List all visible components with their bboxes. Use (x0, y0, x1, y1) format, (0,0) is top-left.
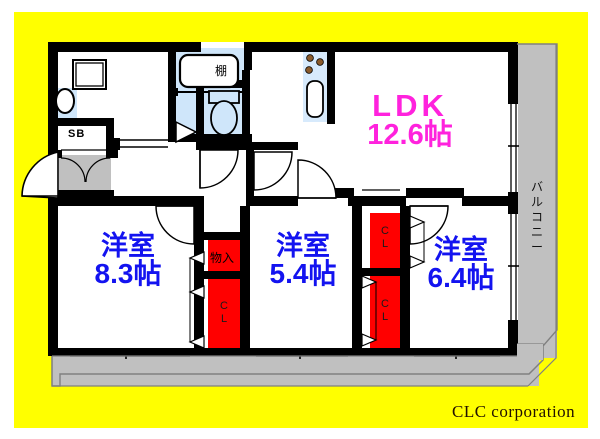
wall-bath-bottom (168, 134, 252, 142)
wall-toilet-left (196, 80, 204, 150)
balcony-label: バ ル コ ニ ー (530, 180, 544, 255)
closet-label-monoire: 物入 (210, 251, 235, 265)
wall-exterior-bottom (48, 348, 518, 356)
wall-exterior-top2 (248, 42, 518, 52)
room-label-bedroom-left: 洋室 8.3帖 (66, 233, 190, 288)
balcony-char-1: ル (530, 195, 543, 209)
cl-mid-top-l1: C (381, 225, 389, 237)
balcony-char-4: ー (530, 240, 543, 254)
cl-mid-bottom-l2: L (381, 310, 389, 323)
wall-corridor-right (250, 142, 298, 150)
wall-exterior-left2 (48, 196, 58, 356)
room-label-bedroom-mid: 洋室 5.4帖 (249, 233, 357, 288)
wall-genkan-left (48, 150, 62, 158)
room-label-ldk: LDK 12.6帖 (340, 90, 480, 150)
wall-bath-right (244, 42, 252, 70)
balcony-diagonal-fill (517, 344, 543, 360)
bedroom-mid-name: 洋室 (276, 231, 330, 261)
wall-kitchen-right (327, 42, 335, 124)
wall-bath-sep (168, 88, 178, 96)
cl-left-l1: C (220, 300, 228, 312)
wall-sb-bottom-blk (106, 148, 118, 158)
closet-label-cl-left: C L (208, 300, 240, 325)
wall-partition-left (194, 196, 204, 352)
wall-closet-divider-right (362, 268, 406, 276)
wall-hall-bottom-mid (246, 196, 298, 206)
wall-hall-bottom-right2 (462, 196, 518, 206)
wall-closet-top-left (204, 232, 244, 240)
cl-mid-bottom-l1: C (381, 298, 389, 310)
balcony-char-2: コ (530, 210, 543, 224)
wall-corridor-right2 (246, 150, 254, 198)
wall-hall-bottom-right (348, 196, 406, 206)
wall-toilet-bottom (196, 142, 250, 150)
bedroom-left-name: 洋室 (101, 231, 155, 261)
balcony-char-3: ニ (530, 225, 543, 239)
wall-ldk-bottom2 (406, 188, 464, 198)
ldk-size: 12.6帖 (367, 119, 453, 151)
closet-label-cl-mid-bottom: C L (370, 298, 400, 323)
balcony-char-0: バ (530, 180, 543, 194)
cl-mid-top-l2: L (381, 237, 389, 250)
shoe-box-label: SB (68, 128, 86, 140)
shelf-label: 棚 (215, 64, 228, 78)
wall-closet-divider-left (204, 271, 244, 279)
room-label-bedroom-right: 洋室 6.4帖 (408, 237, 514, 292)
wall-exterior-top (48, 42, 201, 52)
bedroom-right-size: 6.4帖 (427, 262, 495, 293)
ldk-name: LDK (372, 88, 448, 123)
wall-exterior-right (508, 42, 518, 104)
wall-toilet-top (196, 80, 250, 88)
bedroom-left-size: 8.3帖 (94, 258, 162, 289)
wall-ldk-bottom (298, 188, 354, 198)
kitchen-counter-fill (303, 46, 327, 122)
company-logo: CLC corporation (452, 402, 576, 421)
wall-exterior-left (48, 42, 58, 155)
wall-entry-stub (58, 190, 114, 198)
bedroom-mid-size: 5.4帖 (269, 258, 337, 289)
balcony-area-bottom (52, 356, 539, 386)
closet-label-cl-mid-top: C L (370, 225, 400, 250)
cl-left-l2: L (220, 312, 228, 325)
bedroom-right-name: 洋室 (434, 235, 488, 265)
washbasin-fill (55, 88, 77, 118)
